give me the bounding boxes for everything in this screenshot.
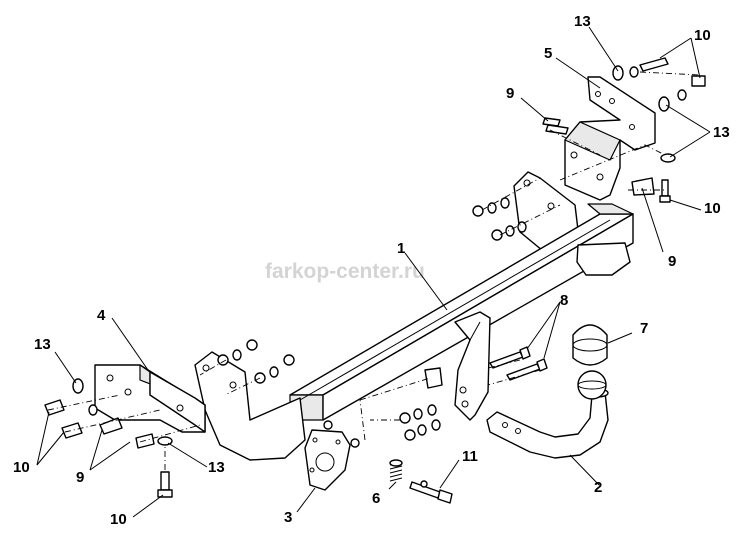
callout-9-right: 9 xyxy=(668,253,676,270)
callout-13-left: 13 xyxy=(34,336,51,353)
callout-10-right: 10 xyxy=(704,200,721,217)
part-1-cross-beam xyxy=(194,171,634,461)
part-9-bolts xyxy=(99,117,655,449)
callout-10-left: 10 xyxy=(13,459,30,476)
callout-11: 11 xyxy=(462,448,478,465)
part-4-left-bracket xyxy=(94,364,206,433)
assembly-centerlines xyxy=(47,71,701,470)
part-2-ball-bar xyxy=(486,370,609,459)
nuts-and-washers xyxy=(88,66,687,448)
callout-4: 4 xyxy=(97,307,106,324)
callout-8: 8 xyxy=(560,292,568,309)
callout-9-left: 9 xyxy=(76,469,84,486)
part-10-bolts xyxy=(44,57,706,498)
part-8-bolts xyxy=(489,346,548,381)
callout-5: 5 xyxy=(544,45,552,62)
watermark-text: farkop-center.ru xyxy=(265,260,425,283)
callout-10-top: 10 xyxy=(694,27,711,44)
callout-6: 6 xyxy=(372,490,380,507)
callout-7: 7 xyxy=(640,320,648,337)
callout-13-right: 13 xyxy=(713,124,730,141)
part-6-spring xyxy=(389,459,403,482)
callout-9-top: 9 xyxy=(506,85,514,102)
part-11-bolt xyxy=(409,480,453,504)
callout-3: 3 xyxy=(284,509,292,526)
callout-13-bottom: 13 xyxy=(208,459,225,476)
callout-2: 2 xyxy=(594,479,602,496)
callout-1: 1 xyxy=(397,240,405,257)
callout-labels: 1 2 3 4 5 6 7 8 9 9 9 10 10 10 10 11 13 … xyxy=(13,13,730,528)
callout-10-bottom: 10 xyxy=(110,511,127,528)
part-3-socket-plate xyxy=(304,429,351,491)
part-7-ball-cap xyxy=(572,324,608,366)
leader-lines xyxy=(36,26,711,518)
part-5-right-bracket xyxy=(564,76,656,201)
callout-13-top: 13 xyxy=(574,13,591,30)
